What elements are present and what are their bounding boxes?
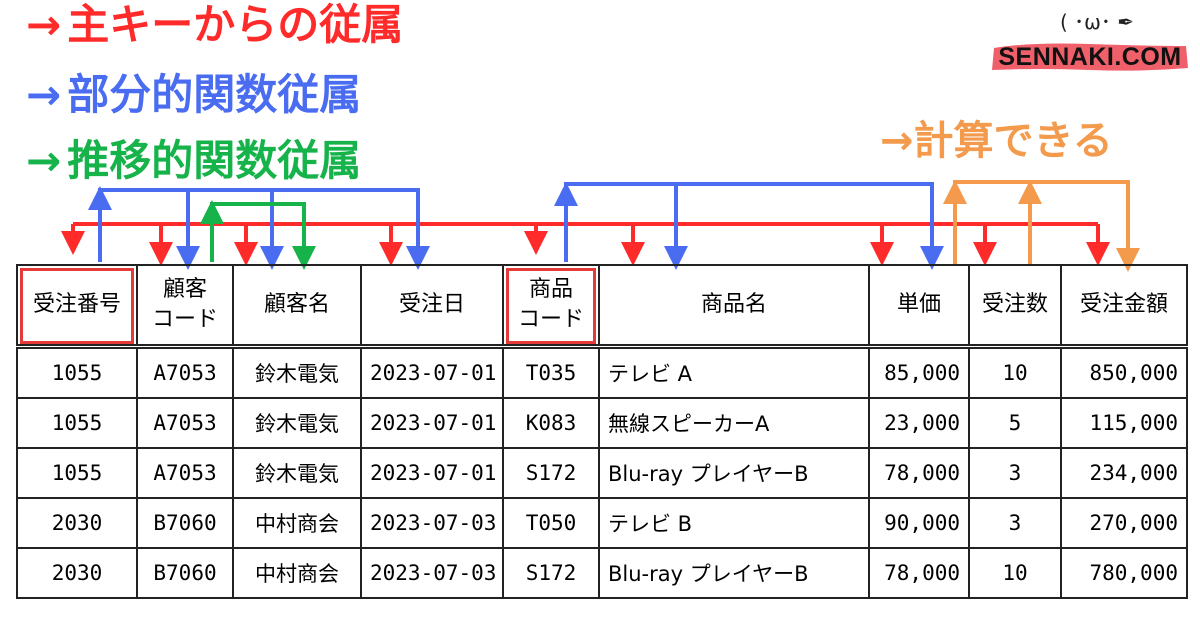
order-no-cell: 2030 — [16, 547, 138, 599]
orange-arrows — [943, 180, 1140, 272]
header-product-name: 商品名 — [598, 264, 870, 348]
product-code-cell: T050 — [502, 497, 600, 549]
product-name-cell: 無線スピーカーA — [598, 397, 870, 449]
amount-cell: 115,000 — [1060, 397, 1188, 449]
order-no-cell: 1055 — [16, 397, 138, 449]
green-path — [210, 202, 316, 270]
header-customer-name: 顧客名 — [232, 264, 362, 348]
order-no-cell: 2030 — [16, 497, 138, 549]
red-arrows — [61, 222, 1110, 266]
legend-computable: →計算できる — [880, 108, 1113, 166]
product-name-cell: テレビ B — [598, 497, 870, 549]
product-code-cell: S172 — [502, 547, 600, 599]
customer-code-cell: A7053 — [136, 447, 234, 499]
header-row: 受注番号顧客 コード顧客名受注日商品 コード商品名単価受注数受注金額 — [16, 264, 1188, 348]
header-quantity: 受注数 — [968, 264, 1062, 348]
price-cell: 90,000 — [868, 497, 970, 549]
customer-code-cell: A7053 — [136, 345, 234, 399]
order-date-cell: 2023-07-03 — [360, 497, 504, 549]
logo-face-icon: ( ･ω･ ✒ — [1060, 10, 1135, 34]
orange-arrow-icon: → — [880, 118, 914, 164]
brush-stroke-icon — [992, 43, 1188, 71]
legend-partial: →部分的関数従属 — [26, 74, 361, 116]
blue-path-product — [564, 182, 944, 270]
legend-primary-key: →主キーからの従属 — [26, 4, 403, 46]
green-arrows — [200, 200, 316, 270]
site-logo: SENNAKI.COM — [990, 40, 1190, 74]
product-name-cell: テレビ A — [598, 345, 870, 399]
quantity-cell: 10 — [968, 547, 1062, 599]
customer-name-cell: 中村商会 — [232, 547, 362, 599]
order-date-cell: 2023-07-01 — [360, 447, 504, 499]
product-code-cell: T035 — [502, 345, 600, 399]
blue-path-order — [98, 188, 430, 270]
product-name-cell: Blu-ray プレイヤーB — [598, 447, 870, 499]
order-no-cell: 1055 — [16, 345, 138, 399]
header-customer-code: 顧客 コード — [136, 264, 234, 348]
price-cell: 23,000 — [868, 397, 970, 449]
quantity-cell: 5 — [968, 397, 1062, 449]
product-name-cell: Blu-ray プレイヤーB — [598, 547, 870, 599]
amount-cell: 234,000 — [1060, 447, 1188, 499]
order-date-cell: 2023-07-03 — [360, 547, 504, 599]
quantity-cell: 3 — [968, 447, 1062, 499]
green-arrow-icon: → — [26, 136, 62, 185]
logo-text: SENNAKI.COM — [998, 43, 1182, 71]
customer-code-cell: A7053 — [136, 397, 234, 449]
blue-arrows-order — [88, 186, 430, 270]
amount-cell: 270,000 — [1060, 497, 1188, 549]
quantity-cell: 10 — [968, 345, 1062, 399]
price-cell: 78,000 — [868, 447, 970, 499]
product-code-cell: S172 — [502, 447, 600, 499]
customer-name-cell: 中村商会 — [232, 497, 362, 549]
order-no-cell: 1055 — [16, 447, 138, 499]
order-date-cell: 2023-07-01 — [360, 345, 504, 399]
order-date-cell: 2023-07-01 — [360, 397, 504, 449]
amount-cell: 850,000 — [1060, 345, 1188, 399]
legend-transitive: →推移的関数従属 — [26, 140, 361, 182]
legend-partial-label: 部分的関数従属 — [67, 70, 362, 119]
customer-name-cell: 鈴木電気 — [232, 397, 362, 449]
quantity-cell: 3 — [968, 497, 1062, 549]
customer-name-cell: 鈴木電気 — [232, 447, 362, 499]
price-cell: 78,000 — [868, 547, 970, 599]
legend-transitive-label: 推移的関数従属 — [67, 136, 362, 185]
legend-computable-label: 計算できる — [913, 118, 1113, 164]
blue-arrow-icon: → — [26, 70, 62, 119]
header-amount: 受注金額 — [1060, 264, 1188, 348]
customer-code-cell: B7060 — [136, 547, 234, 599]
header-product-code: 商品 コード — [502, 264, 600, 348]
header-order-date: 受注日 — [360, 264, 504, 348]
header-price: 単価 — [868, 264, 970, 348]
blue-arrows-product — [554, 182, 944, 270]
product-code-cell: K083 — [502, 397, 600, 449]
red-arrow-icon: → — [26, 0, 62, 49]
price-cell: 85,000 — [868, 345, 970, 399]
legend-primary-key-label: 主キーからの従属 — [67, 0, 404, 49]
amount-cell: 780,000 — [1060, 547, 1188, 599]
customer-code-cell: B7060 — [136, 497, 234, 549]
customer-name-cell: 鈴木電気 — [232, 345, 362, 399]
header-order-no: 受注番号 — [16, 264, 138, 348]
